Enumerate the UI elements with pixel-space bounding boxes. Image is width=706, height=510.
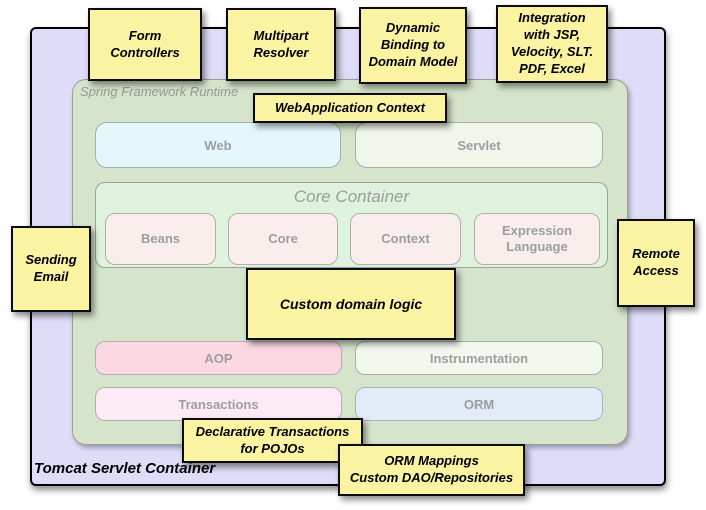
note-custom-domain-logic: Custom domain logic bbox=[246, 268, 456, 340]
module-aop: AOP bbox=[95, 341, 342, 375]
module-servlet: Servlet bbox=[355, 122, 603, 168]
module-core: Core bbox=[228, 213, 338, 265]
module-orm: ORM bbox=[355, 387, 603, 421]
module-context: Context bbox=[350, 213, 461, 265]
note-webapplication-context: WebApplication Context bbox=[253, 93, 447, 123]
tomcat-servlet-container-label: Tomcat Servlet Container bbox=[34, 460, 216, 477]
module-transactions: Transactions bbox=[95, 387, 342, 421]
module-instrumentation: Instrumentation bbox=[355, 341, 603, 375]
module-expression-language: Expression Language bbox=[474, 213, 600, 265]
module-beans: Beans bbox=[105, 213, 216, 265]
note-remote-access: Remote Access bbox=[617, 219, 695, 307]
module-web: Web bbox=[95, 122, 341, 168]
note-orm-mappings-custom-dao: ORM Mappings Custom DAO/Repositories bbox=[338, 444, 525, 496]
note-declarative-transactions-for-pojos: Declarative Transactions for POJOs bbox=[182, 418, 363, 463]
note-multipart-resolver: Multipart Resolver bbox=[226, 8, 336, 81]
note-sending-email: Sending Email bbox=[11, 226, 91, 312]
core-container-title: Core Container bbox=[293, 187, 410, 206]
spring-framework-runtime-label: Spring Framework Runtime bbox=[80, 84, 239, 99]
note-dynamic-binding-to-domain-model: Dynamic Binding to Domain Model bbox=[359, 7, 467, 84]
note-integration-with-jsp-velocity: Integration with JSP, Velocity, SLT. PDF… bbox=[496, 5, 608, 83]
note-form-controllers: Form Controllers bbox=[88, 8, 202, 81]
